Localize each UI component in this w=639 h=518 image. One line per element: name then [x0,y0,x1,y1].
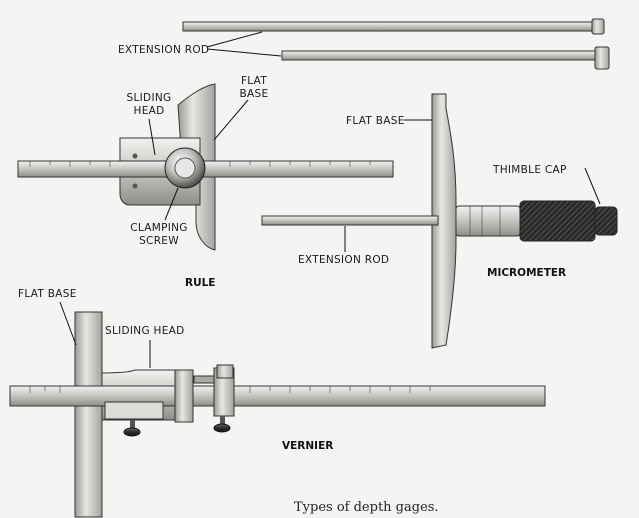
vernier-depth-gage [9,311,546,518]
extension-rod-top-label: EXTENSION ROD [118,44,209,56]
micrometer-thimble-cap [594,206,618,236]
vernier-flat-base [74,311,103,518]
rule-blade [17,160,394,178]
extension-rod-upper [182,21,594,32]
flat-base-micrometer-label: FLAT BASE [346,115,405,127]
vernier-scale-plate [104,401,164,420]
rule-title: RULE [185,277,215,289]
vernier-clamp-screw-left [123,420,141,437]
vernier-adjust-block [174,369,194,423]
micrometer-title: MICROMETER [487,267,566,279]
sliding-head-vernier-label: SLIDING HEAD [105,325,185,337]
micrometer-depth-gage [261,93,618,349]
figure-caption: Types of depth gages. [294,500,439,515]
vernier-graduations [29,386,431,393]
vernier-title: VERNIER [282,440,333,452]
extension-rod-upper-end [591,18,605,35]
vernier-clamp-top [216,364,234,379]
extension-rod-lower-end [594,46,610,70]
micrometer-barrel [455,205,521,237]
micrometer-extension-rod [261,215,439,226]
flat-base-vernier-label: FLAT BASE [18,288,77,300]
vernier-beam [9,385,546,407]
vernier-clamp-screw-right [213,416,231,433]
extension-rod-micrometer-label: EXTENSION ROD [298,254,389,266]
rule-depth-gage [17,83,394,251]
extension-rod-lower [281,50,597,61]
micrometer-flat-base [431,93,457,349]
thimble-cap-label: THIMBLE CAP [492,164,567,176]
extension-rods-top [182,18,610,70]
rule-graduations [29,161,371,167]
micrometer-thimble [519,200,596,242]
